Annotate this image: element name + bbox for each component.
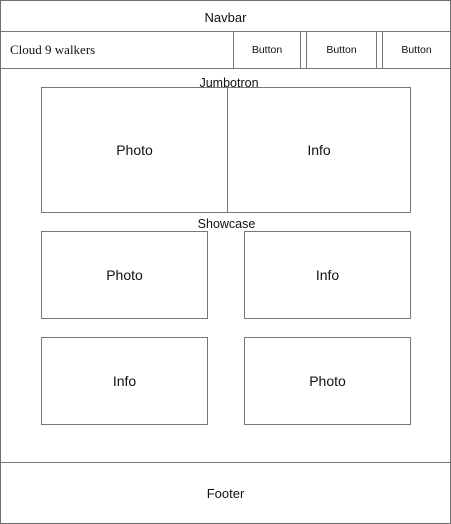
footer: Footer <box>206 485 245 501</box>
showcase-card-photo-2[interactable]: Photo <box>244 337 411 425</box>
jumbotron-photo[interactable]: Photo <box>116 142 153 158</box>
footer-divider <box>1 462 450 463</box>
navbar-title: Navbar <box>204 9 247 25</box>
showcase-card-photo-1[interactable]: Photo <box>41 231 208 319</box>
jumbotron-title: Jumbotron <box>199 75 259 90</box>
showcase-title: Showcase <box>197 217 256 231</box>
brand-name[interactable]: Cloud 9 walkers <box>10 42 96 57</box>
jumbotron-info[interactable]: Info <box>307 142 331 158</box>
jumbotron: Photo Info <box>41 87 411 213</box>
showcase-card-info-1[interactable]: Info <box>244 231 411 319</box>
navbar: Cloud 9 walkers Button Button Button <box>1 31 450 69</box>
jumbotron-divider <box>227 88 228 212</box>
nav-button-1[interactable]: Button <box>233 32 301 68</box>
showcase-card-info-2[interactable]: Info <box>41 337 208 425</box>
nav-button-2[interactable]: Button <box>306 32 377 68</box>
nav-button-3[interactable]: Button <box>382 32 450 68</box>
